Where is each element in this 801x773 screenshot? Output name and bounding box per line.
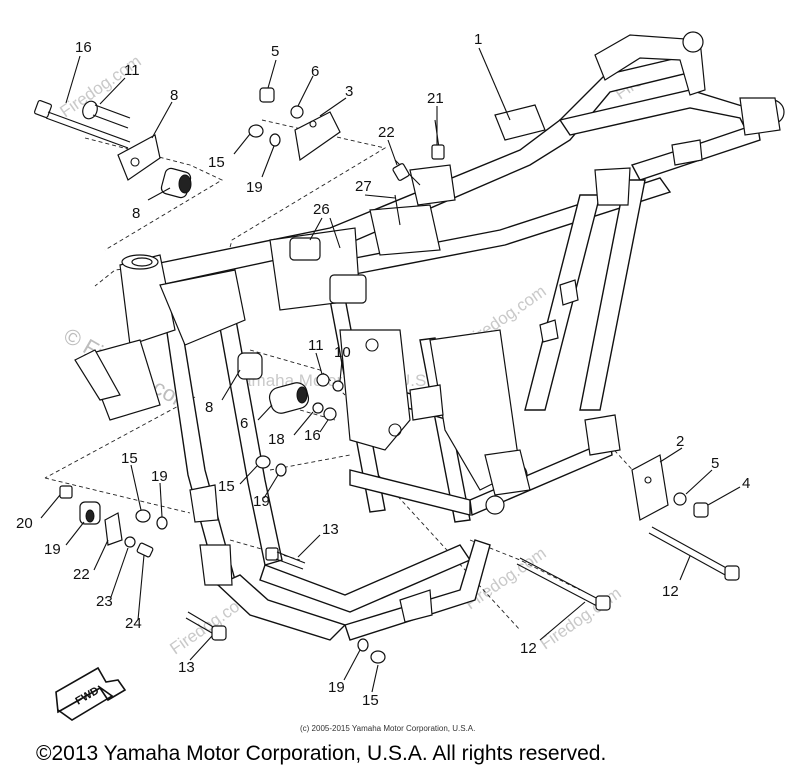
bracket-21 [104, 512, 123, 546]
washer-17-left [156, 516, 168, 530]
bracket-7 [117, 134, 161, 181]
collar-8-left [237, 352, 263, 380]
callout-7: 8 [170, 87, 178, 104]
callout-18: 18 [268, 431, 285, 448]
watermark-right: Firedog.com [536, 584, 624, 654]
callout-17-top: 19 [246, 179, 263, 196]
callout-10: 10 [334, 344, 351, 361]
bolt-13-bottom [185, 611, 227, 641]
callout-26: 26 [313, 201, 330, 218]
bolt-25 [392, 159, 421, 186]
callout-4-right: 4 [742, 475, 750, 492]
callout-15-mid: 15 [218, 478, 235, 495]
callout-12-right: 12 [662, 583, 679, 600]
plate-2 [631, 454, 669, 521]
fwd-arrow: FWD [55, 666, 127, 721]
copyright-footer: ©2013 Yamaha Motor Corporation, U.S.A. A… [36, 742, 606, 765]
collar-8-top [160, 167, 192, 199]
main-frame [74, 31, 785, 641]
callout-5-top: 6 [311, 63, 319, 80]
bolt-24 [431, 119, 445, 160]
callout-11: 11 [308, 337, 324, 354]
callout-17-mid: 19 [253, 493, 270, 510]
callout-15-bottom: 15 [362, 692, 379, 709]
callout-14: 16 [75, 39, 92, 56]
callout-12-bottom: 12 [520, 640, 537, 657]
bolt-13-mid [265, 547, 306, 570]
callout-16: 16 [304, 427, 321, 444]
bolt-14 [33, 99, 131, 149]
callout-24: 21 [427, 90, 444, 107]
callout-8-top: 8 [132, 205, 140, 222]
washer-5-right [673, 492, 687, 506]
callout-15-top: 15 [208, 154, 225, 171]
callout-13-mid: 13 [322, 521, 339, 538]
callout-17-bottom: 19 [328, 679, 345, 696]
callout-3: 3 [345, 83, 353, 100]
callout-2: 2 [676, 433, 684, 450]
nut-16 [323, 407, 337, 421]
callout-9: 11 [124, 62, 140, 79]
nut-15-top [248, 124, 264, 138]
callout-21: 22 [73, 566, 90, 583]
callout-6: 6 [240, 415, 248, 432]
plate-3 [294, 111, 341, 162]
washer-17-mid [275, 463, 287, 477]
callout-15-left: 15 [121, 450, 138, 467]
bolt-4-right [693, 502, 709, 518]
nut-11 [316, 373, 330, 387]
bolt-27 [394, 194, 401, 226]
callout-leaders [40, 47, 741, 693]
callout-8-left: 8 [205, 399, 213, 416]
bolt-9 [82, 100, 131, 129]
washer-10 [332, 380, 344, 392]
callout-numbers: 16 11 8 8 5 6 3 15 19 1 21 22 27 26 11 1… [16, 31, 750, 709]
nut-15-mid [255, 455, 271, 469]
callout-13-bottom: 13 [178, 659, 195, 676]
bolt-4-top [259, 87, 275, 103]
washer-17-top [269, 133, 281, 147]
bushing-19 [79, 501, 101, 525]
bolt-20 [59, 485, 73, 499]
collar-6 [268, 382, 310, 414]
washer-17-bottom [357, 638, 369, 652]
small-copyright: (c) 2005-2015 Yamaha Motor Corporation, … [300, 724, 475, 733]
washer-18 [312, 402, 324, 414]
callout-23: 24 [125, 615, 142, 632]
nut-15-left [135, 509, 151, 523]
washer-22 [124, 536, 136, 548]
washer-5-top [290, 105, 304, 119]
callout-27: 27 [355, 178, 372, 195]
callout-22: 23 [96, 593, 113, 610]
callout-20: 20 [16, 515, 33, 532]
nut-15-bottom [370, 650, 386, 664]
callout-25: 22 [378, 124, 395, 141]
callout-19: 19 [44, 541, 61, 558]
bolt-12-bottom [516, 557, 611, 611]
callout-5-right: 5 [711, 455, 719, 472]
callout-1: 1 [474, 31, 482, 48]
callout-17-left: 19 [151, 468, 168, 485]
callout-4-top: 5 [271, 43, 279, 60]
bolt-12-right [648, 526, 740, 581]
collar-23 [136, 542, 154, 558]
loose-parts [33, 87, 740, 664]
